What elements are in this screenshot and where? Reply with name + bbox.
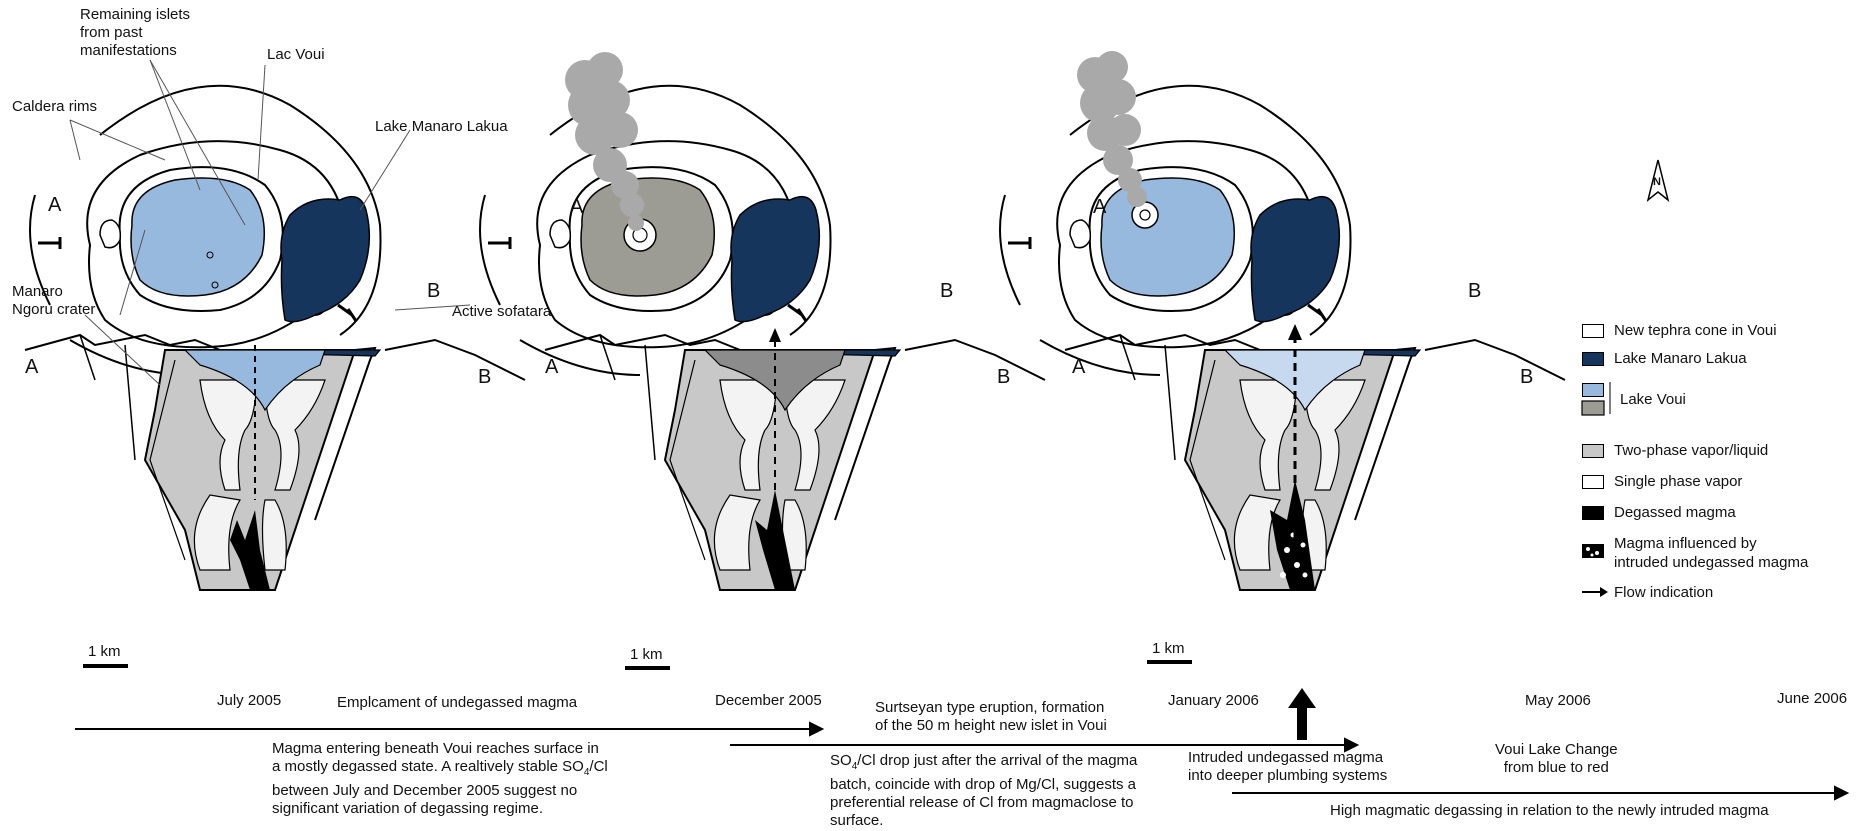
legend-swatch [1582,324,1604,338]
section-a-label: A [1072,358,1085,376]
event-lake-change: Voui Lake Change from blue to red [1495,741,1618,777]
section-a-label: A [25,358,38,376]
point-a-label: A [570,198,583,216]
section-b-label: B [1520,368,1533,386]
note-line: surface. [830,812,1210,830]
scale-label: 1 km [88,643,121,661]
note-text: a mostly degassed state. A realtively st… [272,758,584,775]
legend-swatch [1582,383,1604,397]
note-magma-entering: Magma entering beneath Voui reaches surf… [272,740,702,818]
event-high-degassing: High magmatic degassing in relation to t… [1330,802,1769,820]
legend-item-single-phase: Single phase vapor [1582,473,1742,490]
legend-item-two-phase: Two-phase vapor/liquid [1582,442,1768,459]
note-text: /Cl [589,758,607,775]
legend-item-degassed: Degassed magma [1582,504,1736,521]
note-so4-drop: SO4/Cl drop just after the arrival of th… [830,752,1210,830]
legend-swatch [1582,352,1604,366]
section-panel-december-2005 [545,328,1045,590]
point-a-label: A [1093,198,1106,216]
section-a-label: A [545,358,558,376]
section-panel-january-2006 [1065,324,1565,590]
scale-bar [83,664,128,668]
date-july-2005: July 2005 [217,692,281,710]
note-text: SO [830,752,852,769]
legend-item-influenced: Magma influenced by intruded undegassed … [1614,534,1808,572]
scale-label: 1 km [1152,640,1185,658]
scale-bar [625,666,670,670]
legend-label: Lake Manaro Lakua [1614,350,1747,367]
label-lake-manaro: Lake Manaro Lakua [375,118,508,136]
legend-item-tephra: New tephra cone in Voui [1582,322,1777,339]
label-lac-voui: Lac Voui [267,46,325,64]
label-active-sofatara: Active sofatara [452,303,551,321]
map-panel-january-2006 [1000,51,1351,375]
scale-label: 1 km [630,646,663,664]
note-text: /Cl drop just after the arrival of the m… [857,752,1137,769]
map-panel-december-2005 [480,52,831,375]
note-line: significant variation of degassing regim… [272,800,702,818]
section-panel-july-2005 [25,335,525,590]
date-january-2006: January 2006 [1168,692,1259,710]
date-june-2006: June 2006 [1777,690,1847,708]
label-caldera-rims: Caldera rims [12,98,97,116]
section-b-label: B [997,368,1010,386]
legend-item-flow: Flow indication [1614,584,1713,601]
note-line: between July and December 2005 suggest n… [272,782,702,800]
legend-swatch [1582,506,1604,520]
lake-voui-blue [131,178,264,296]
legend-label: Two-phase vapor/liquid [1614,442,1768,459]
legend-label: Flow indication [1614,584,1713,601]
legend-label: Lake Voui [1620,391,1686,408]
legend-item-voui: Lake Voui [1582,381,1686,408]
legend-swatch [1582,444,1604,458]
label-remaining-islets: Remaining islets from past manifestation… [80,6,190,60]
date-may-2006: May 2006 [1525,692,1591,710]
note-line: Magma entering beneath Voui reaches surf… [272,740,702,758]
note-line: a mostly degassed state. A realtively st… [272,758,702,782]
north-label: N [1653,173,1661,191]
legend-label: Degassed magma [1614,504,1736,521]
legend-label: New tephra cone in Voui [1614,322,1777,339]
legend-label: Single phase vapor [1614,473,1742,490]
event-intruded: Intruded undegassed magma into deeper pl… [1188,749,1387,785]
intrusion-arrow-icon [1288,688,1316,740]
point-a-label: A [48,196,61,214]
date-december-2005: December 2005 [715,692,822,710]
note-line: batch, coincide with drop of Mg/Cl, sugg… [830,776,1210,794]
event-surtseyan: Surtseyan type eruption, formation of th… [875,699,1107,735]
label-manaro-ngoru: Manaro Ngoru crater [12,283,95,319]
legend-item-manaro: Lake Manaro Lakua [1582,350,1747,367]
legend-label: Magma influenced by intruded undegassed … [1614,534,1808,572]
scale-bar [1147,660,1192,664]
legend-swatch [1582,475,1604,489]
note-line: preferential release of Cl from magmaclo… [830,794,1210,812]
event-emplacement: Emplcament of undegassed magma [337,694,577,712]
note-line: SO4/Cl drop just after the arrival of th… [830,752,1210,776]
point-b-label: B [427,282,440,300]
map-panel-july-2005 [30,86,381,375]
section-b-label: B [478,368,491,386]
point-b-label: B [1468,282,1481,300]
point-b-label: B [940,282,953,300]
